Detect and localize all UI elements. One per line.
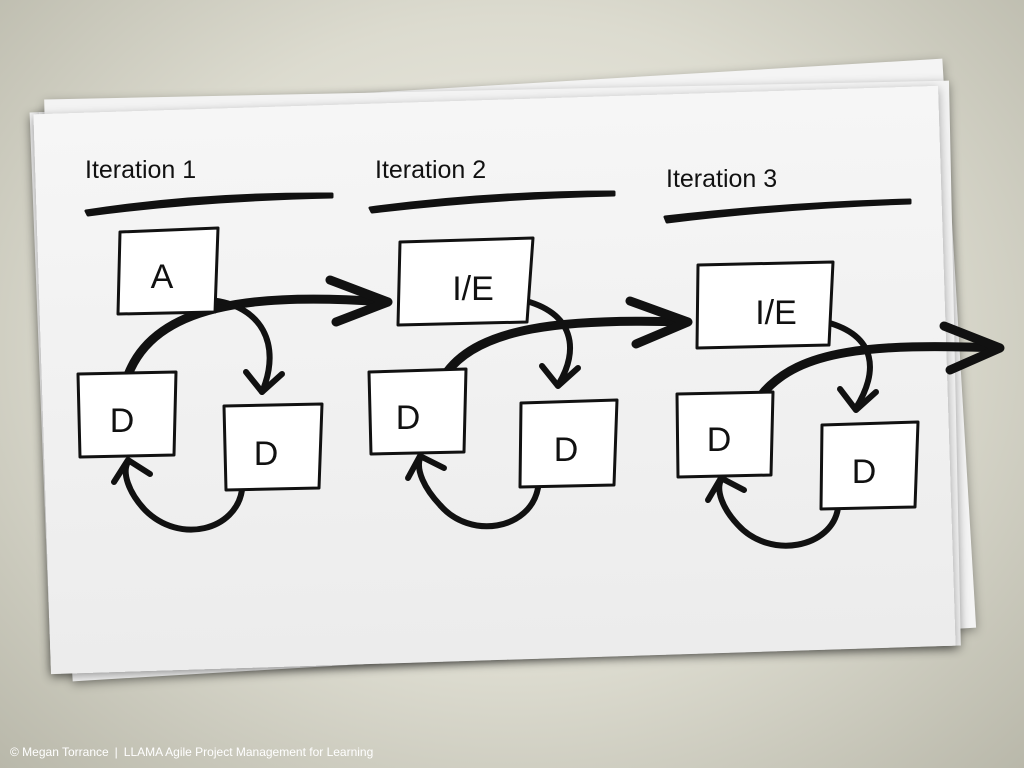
iteration-2-box-d-left: D [367, 367, 468, 456]
iteration-2-box-d-left-label: D [396, 399, 421, 437]
iteration-3-box-ie: I/E [695, 260, 835, 350]
iteration-3-box-d-left-label: D [707, 421, 732, 459]
iteration-2-box-d-right: D [518, 398, 619, 489]
iteration-1-box-d-left-label: D [110, 402, 135, 440]
iteration-2-d-to-d-arrowhead [405, 453, 447, 481]
iteration-3-ie-to-d-arrow [823, 319, 873, 411]
iteration-3-ie-to-d-arrowhead [837, 386, 879, 413]
iteration-1-underline [84, 192, 334, 217]
iteration-3-next-arrow [758, 342, 1003, 398]
iteration-2-ie-to-d-arrowhead [539, 363, 581, 389]
iteration-3-box-d-right-label: D [852, 453, 877, 491]
footer-copyright: © Megan Torrance [10, 745, 109, 759]
iteration-3-box-d-left: D [675, 390, 775, 479]
iteration-2-ie-to-d-arrow [519, 297, 573, 388]
iteration-2-box-d-right-label: D [554, 431, 579, 469]
iteration-2-box-ie-label: I/E [452, 270, 494, 308]
iteration-2-underline [368, 190, 616, 214]
footer-credit: © Megan Torrance | LLAMA Agile Project Man… [10, 745, 373, 759]
iteration-1-box-d-right-label: D [254, 435, 279, 473]
iteration-1-d-to-d-arrowhead [111, 457, 153, 485]
iteration-2-to-3-arrowhead [625, 296, 693, 349]
iteration-3: Iteration 3 I/E D D [663, 165, 1005, 549]
iteration-3-box-d-right: D [819, 420, 920, 511]
iteration-3-d-to-d-arrowhead [705, 475, 747, 503]
footer-separator: | [114, 745, 118, 759]
iteration-1-a-to-d-arrowhead [243, 369, 285, 395]
iteration-1-box-a-label: A [151, 258, 174, 296]
iteration-1-a-to-d-arrow [207, 297, 273, 395]
iteration-3-box-ie-label: I/E [755, 294, 797, 332]
iteration-1-d-to-d-arrow [122, 459, 245, 533]
iteration-1-title: Iteration 1 [85, 156, 196, 184]
footer-source: LLAMA Agile Project Management for Learn… [123, 745, 374, 759]
iteration-1: Iteration 1 A D D [76, 156, 393, 533]
iteration-3-underline [663, 198, 912, 224]
iteration-2-title: Iteration 2 [375, 156, 486, 184]
iteration-2-to-3-arrow [442, 316, 691, 377]
iteration-1-to-2-arrowhead [325, 275, 393, 327]
iteration-2-d-to-d-arrow [416, 455, 541, 530]
iteration-1-box-a: A [116, 226, 220, 316]
iteration-1-box-d-right: D [222, 402, 324, 492]
iteration-3-title: Iteration 3 [666, 165, 777, 193]
iteration-2-box-ie: I/E [396, 236, 535, 327]
iteration-2: Iteration 2 I/E D D [367, 156, 693, 530]
iteration-1-box-d-left: D [76, 370, 178, 459]
iteration-3-next-arrowhead [939, 321, 1005, 375]
iteration-3-d-to-d-arrow [716, 477, 841, 549]
